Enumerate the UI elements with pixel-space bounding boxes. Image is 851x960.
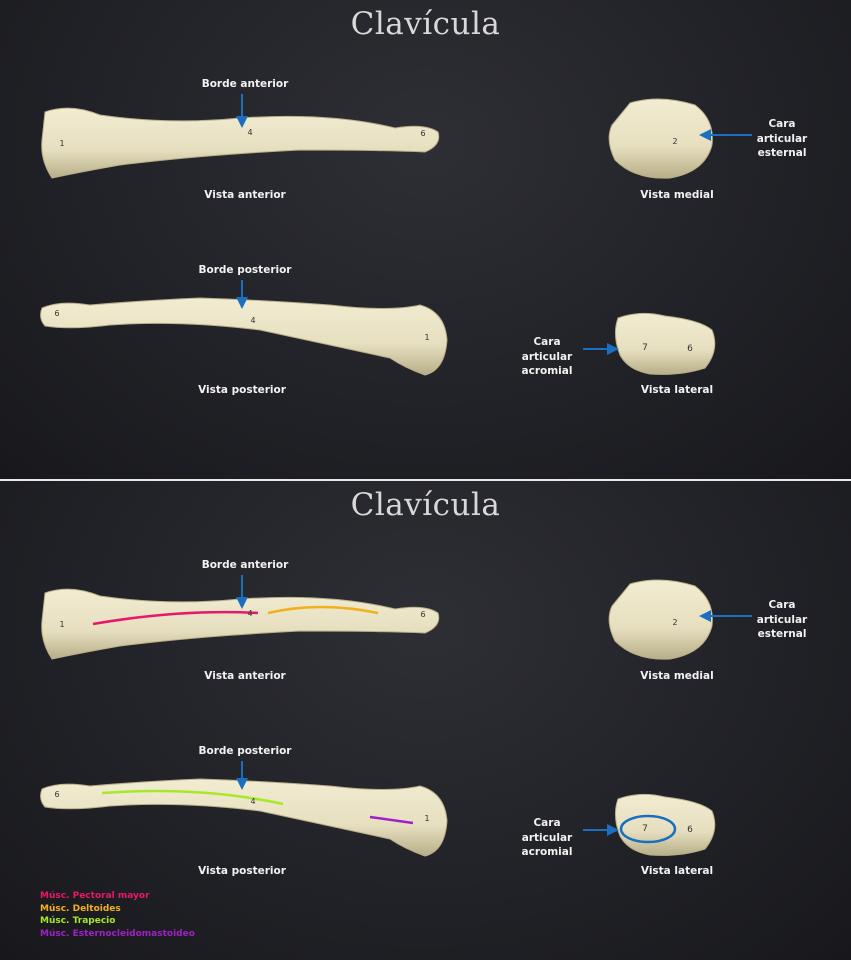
legend-item: Músc. Trapecio [40,916,116,926]
trapecio-line [101,789,284,806]
vista-medial-label: Vista medial [640,189,714,201]
bone-number-l6: 6 [687,344,693,354]
pectoral-mayor-line [92,610,259,626]
cara-articular-esternal-label-line: esternal [757,628,807,640]
cara-articular-acromial-label-line: Cara [533,817,561,829]
vista-anterior-label: Vista anterior [204,189,286,201]
clavicle-lateral-view [614,312,716,375]
vista-posterior-label: Vista posterior [198,384,286,396]
bone-number-m2: 2 [672,137,678,146]
clavicle-posterior-view [40,778,448,857]
legend-item: Músc. Deltoides [40,903,121,914]
borde-anterior-label: Borde anterior [201,559,289,571]
clavicle-illustrations [40,94,752,376]
bone-number-l7: 7 [642,824,648,834]
cara-articular-acromial-label-line: articular [521,831,573,844]
vista-lateral-label: Vista lateral [640,384,714,396]
clavicle-lateral-view [614,793,716,856]
cara-articular-acromial-label-line: acromial [521,846,573,858]
bone-number-m2: 2 [672,618,678,627]
vista-anterior-label: Vista anterior [204,670,286,682]
bone-number-p6: 6 [54,309,60,318]
cara-articular-acromial-label-line: Cara [533,336,561,348]
cara-articular-esternal-label-line: articular [756,613,808,626]
slide-divider [0,479,851,481]
cara-articular-esternal-label-line: Cara [768,599,796,611]
vista-medial-label: Vista medial [640,670,714,682]
slide-title: Clavícula [350,6,501,42]
bone-number-p4: 4 [250,797,256,806]
bone-number-a4: 4 [247,128,253,137]
bone-number-p4: 4 [250,316,256,325]
cara-articular-esternal-label-line: esternal [757,147,807,159]
bone-number-a1: 1 [59,620,65,629]
deltoides-line [267,605,379,615]
borde-anterior-label: Borde anterior [201,78,289,90]
bone-number-l7: 7 [642,343,648,353]
cara-articular-esternal-label: Cara articular esternal [757,117,807,161]
bone-number-p1: 1 [424,814,430,823]
bone-number-p6: 6 [54,790,60,799]
vista-posterior-label: Vista posterior [198,865,286,877]
bone-number-p1: 1 [424,333,430,342]
borde-posterior-label: Borde posterior [198,745,292,757]
clavicle-medial-view [608,98,713,179]
esternocleidomastoideo-line [369,815,414,825]
cara-acromial-highlight [619,814,677,844]
bone-number-a1: 1 [59,139,65,148]
cara-articular-acromial-label-line: acromial [521,365,573,377]
vista-lateral-label: Vista lateral [640,865,714,877]
cara-articular-esternal-label-line: Cara [768,118,796,130]
slide-title: Clavícula [350,487,501,523]
legend-item: Músc. Pectoral mayor [40,891,150,901]
bone-number-a4: 4 [247,609,253,618]
cara-articular-acromial-label-line: articular [521,350,573,363]
clavicle-anterior-view [41,588,440,660]
legend-item: Músc. Esternocleidomastoideo [40,928,195,939]
bone-number-a6: 6 [420,129,426,138]
clavicle-anterior-view [41,107,440,179]
cara-articular-acromial-label: Cara articular acromial [522,816,573,860]
clavicle-medial-view [608,579,713,660]
cara-articular-esternal-label: Cara articular esternal [757,598,807,642]
borde-posterior-label: Borde posterior [198,264,292,276]
bone-number-l6: 6 [687,825,693,835]
bone-number-a6: 6 [420,610,426,619]
clavicle-illustrations [40,575,752,857]
clavicle-posterior-view [40,297,448,376]
cara-articular-esternal-label-line: articular [756,132,808,145]
cara-articular-acromial-label: Cara articular acromial [522,335,573,379]
